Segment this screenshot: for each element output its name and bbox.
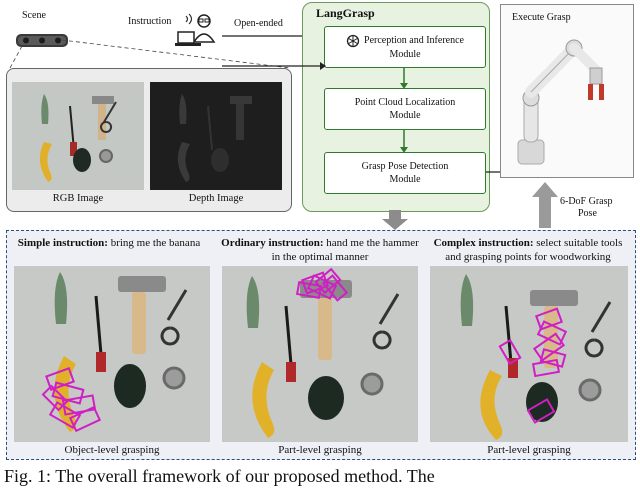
panel-simple-bold: Simple instruction: <box>17 237 108 249</box>
langgrasp-title: LangGrasp <box>316 6 375 20</box>
panel-simple-image <box>14 266 210 442</box>
panel-simple-footer: Object-level grasping <box>64 444 160 456</box>
panel-complex-bold: Complex instruction: <box>433 237 534 249</box>
panel-simple-text: bring me the banana <box>107 237 201 249</box>
grasp-pose-detection-module: Grasp Pose Detection Module <box>324 152 486 194</box>
openai-logo-icon <box>346 34 360 47</box>
panel-complex-title: Complex instruction: select suitable too… <box>426 236 630 264</box>
grasp-pose-module-line1: Grasp Pose Detection <box>361 161 449 172</box>
panel-ordinary-image <box>222 266 418 442</box>
panel-ordinary-bold: Ordinary instruction: <box>221 237 324 249</box>
perception-module-line2: Module <box>389 48 421 60</box>
localization-module-line1: Point Cloud Localization <box>354 97 456 108</box>
open-ended-label: Open-ended <box>234 18 283 29</box>
localization-module-line2: Module <box>389 110 421 121</box>
camera-icon <box>16 34 68 47</box>
user-with-laptop-icon <box>175 13 216 46</box>
pose-label-line2: Pose <box>578 208 597 219</box>
panel-ordinary-footer: Part-level grasping <box>278 444 362 456</box>
panel-ordinary-title: Ordinary instruction: hand me the hammer… <box>220 236 420 264</box>
panel-complex-footer: Part-level grasping <box>487 444 571 456</box>
perception-inference-module: Perception and Inference Module <box>324 26 486 68</box>
panel-ordinary-text: hand me the hammer in the optimal manner <box>271 237 419 263</box>
scene-label: Scene <box>22 10 46 21</box>
robot-arm-icon <box>517 39 604 165</box>
point-cloud-localization-module: Point Cloud Localization Module <box>324 88 486 130</box>
rgb-image-label: RGB Image <box>52 193 104 204</box>
perception-module-line1: Perception and Inference <box>364 35 464 46</box>
execute-grasp-title: Execute Grasp <box>512 12 571 23</box>
grasp-pose-module-line2: Module <box>389 174 421 185</box>
instruction-label: Instruction <box>128 16 172 27</box>
panel-complex-image <box>430 266 628 442</box>
panel-simple-title: Simple instruction: bring me the banana <box>14 236 204 250</box>
pose-label-line1: 6-DoF Grasp <box>560 196 613 207</box>
depth-image <box>150 82 282 190</box>
figure-caption: Fig. 1: The overall framework of our pro… <box>4 466 435 486</box>
panel-complex-text: select suitable tools and grasping point… <box>445 237 623 263</box>
depth-image-label: Depth Image <box>188 193 244 204</box>
rgb-image <box>12 82 144 190</box>
